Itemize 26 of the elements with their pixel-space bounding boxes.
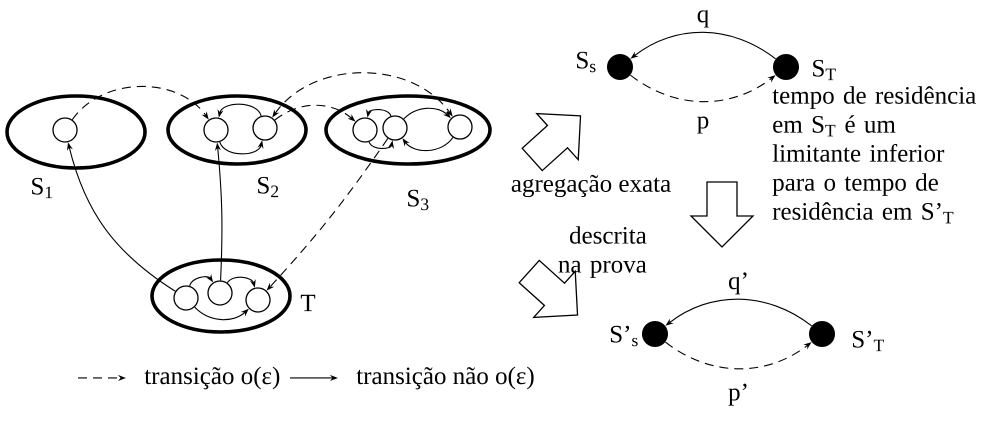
state-circle	[173, 285, 199, 311]
legend-text: transição não o(ε)	[356, 366, 534, 390]
legend-text: transição o(ε)	[144, 366, 280, 390]
state-label: S$_{3}$	[408, 190, 428, 210]
state-circle	[52, 117, 78, 143]
edge-label: p	[696, 115, 710, 135]
note-text: descrita na prova	[558, 226, 646, 278]
edge-label: p’	[727, 382, 750, 407]
state-circle	[207, 280, 233, 306]
state-label: S$_{1}$	[32, 178, 52, 198]
state-label: S$_{s}$	[577, 52, 596, 72]
state-circle	[382, 115, 408, 141]
state-label: S$_{T}$	[813, 60, 836, 80]
state-label: T	[300, 294, 316, 312]
state-label: S’$_{s}$	[610, 326, 638, 346]
state-label: S’$_{T}$	[852, 330, 884, 352]
state-circle	[352, 117, 378, 143]
state-circle	[447, 114, 473, 140]
edge-label: q	[696, 9, 710, 29]
caption-text: agregação exata	[512, 174, 671, 198]
edge-label: q’	[727, 271, 750, 296]
state-circle	[203, 117, 229, 143]
note-text: tempo de residência em S$_{T}$ é um limitante inferior para o tempo de residência em S’$_{T}$	[772, 86, 976, 224]
state-circle	[252, 115, 278, 141]
state-label: S$_{2}$	[258, 176, 278, 198]
state-circle	[245, 287, 271, 313]
